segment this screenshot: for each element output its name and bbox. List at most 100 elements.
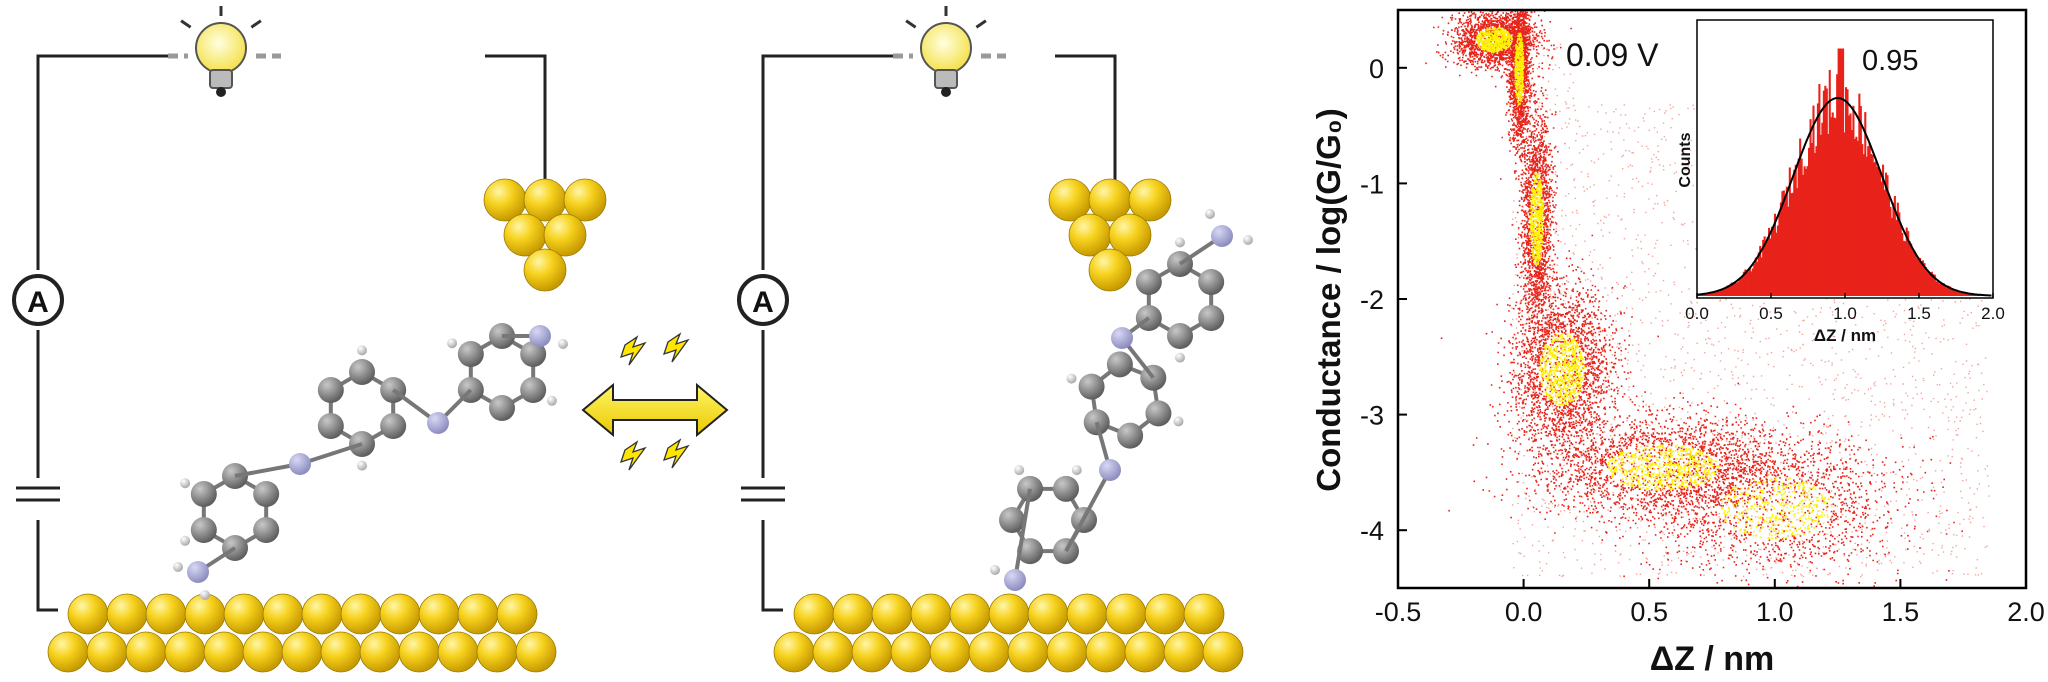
gold-atom	[949, 593, 991, 635]
inset-x-tick-label: 0.0	[1685, 304, 1709, 323]
histogram-bar	[1800, 158, 1803, 296]
density-low	[1425, 10, 1963, 590]
ammeter-label: A	[27, 286, 49, 319]
carbon-atom	[317, 377, 344, 403]
histogram-bar	[1736, 282, 1740, 296]
histogram-bar	[1849, 113, 1852, 297]
carbon-atom	[253, 481, 280, 507]
histogram-bar	[1745, 270, 1748, 296]
circuit-wire	[761, 54, 1117, 612]
gaussian-fit-curve	[1696, 96, 1992, 297]
bond	[1064, 469, 1112, 553]
hydrogen-atom	[546, 395, 557, 406]
gold-atom	[1085, 631, 1127, 673]
histogram-bar	[1882, 164, 1885, 296]
histogram-bar	[1744, 269, 1747, 296]
histogram-bar	[1701, 294, 1704, 296]
histogram-bar	[1947, 285, 1950, 296]
histogram-bar	[1951, 289, 1954, 296]
histogram-bar	[1747, 271, 1750, 296]
histogram-bar	[1707, 293, 1710, 296]
histogram-bar	[1822, 90, 1825, 297]
histogram-bar	[1958, 291, 1962, 296]
inset-x-axis-label: ΔZ / nm	[1814, 326, 1876, 345]
nitrogen-atom	[529, 325, 551, 347]
histogram-bar	[1775, 232, 1778, 296]
histogram-bar	[1726, 285, 1729, 296]
gold-atom	[1027, 593, 1069, 635]
histogram-bar	[1845, 87, 1848, 296]
histogram-bar	[1791, 192, 1794, 296]
histogram-bar	[1821, 122, 1824, 296]
gold-atom	[398, 631, 440, 673]
carbon-atom	[520, 377, 547, 403]
histogram-bar	[1855, 136, 1858, 296]
histogram-bar	[1713, 291, 1716, 296]
gold-atom	[563, 178, 607, 222]
gold-atom	[320, 631, 362, 673]
histogram-bar	[1893, 195, 1896, 296]
histogram-bar	[1917, 259, 1920, 296]
histogram-bar	[1722, 289, 1725, 296]
hydrogen-atom	[990, 565, 1000, 575]
histogram-bar	[1784, 195, 1787, 296]
histogram-bar	[1880, 181, 1883, 296]
carbon-atom	[253, 517, 280, 543]
histogram-bar	[1950, 287, 1953, 296]
gold-atom	[1183, 593, 1225, 635]
histogram-bar	[1809, 119, 1812, 296]
histogram-bar	[1913, 250, 1916, 296]
carbon-atom	[190, 517, 217, 543]
gold-atom	[1202, 631, 1244, 673]
gold-atom	[223, 593, 265, 635]
histogram-bar	[1936, 280, 1939, 296]
histogram-bar	[1840, 48, 1843, 296]
histogram-bar	[1929, 272, 1932, 296]
histogram-bar	[1862, 154, 1865, 296]
histogram-bar	[1948, 286, 1951, 296]
histogram-bar	[1896, 202, 1899, 296]
histogram-bar	[1806, 166, 1809, 296]
histogram-bar	[1768, 227, 1771, 296]
histogram-bar	[1865, 156, 1868, 296]
histogram-bar	[1889, 206, 1892, 296]
histogram-bar	[1808, 147, 1811, 296]
x-tick-label: 1.0	[1756, 597, 1794, 627]
gold-atom	[301, 593, 343, 635]
histogram-bar	[1873, 162, 1876, 296]
histogram-bar	[1926, 270, 1929, 296]
histogram-bar	[1870, 154, 1873, 296]
histogram-bar	[1711, 292, 1714, 296]
nitrogen-atom	[427, 412, 449, 434]
histogram-bar	[1969, 293, 1972, 296]
histogram-bar	[1859, 106, 1862, 296]
histogram-bar	[1966, 292, 1969, 296]
histogram-bar	[1963, 293, 1966, 296]
histogram-bar	[1924, 267, 1927, 296]
histogram-bar	[1945, 287, 1948, 296]
histogram-bar	[1867, 146, 1870, 296]
histogram-bar	[1793, 169, 1796, 296]
histogram-bar	[1818, 83, 1821, 296]
histogram-bar	[1886, 175, 1889, 296]
histogram-bar	[1827, 133, 1830, 296]
y-tick-label: -2	[1360, 285, 1384, 315]
histogram-bar	[1704, 293, 1707, 296]
histogram-bar	[1779, 202, 1782, 296]
hydrogen-atom	[173, 562, 183, 572]
histogram-bar	[1735, 282, 1738, 296]
inset-x-tick-label: 1.5	[1907, 304, 1931, 323]
histogram-bar	[1879, 170, 1882, 296]
histogram-bar	[1732, 283, 1735, 296]
gold-atom	[988, 593, 1030, 635]
carbon-atom	[1198, 305, 1225, 331]
gold-atom	[1046, 631, 1088, 673]
junction-schematic-extended: A	[12, 6, 607, 673]
hydrogen-atom	[1071, 465, 1082, 476]
inset-x-tick-label: 2.0	[1981, 304, 2005, 323]
gold-atom	[1128, 178, 1172, 222]
hydrogen-atom	[357, 345, 367, 356]
carbon-atom	[1198, 269, 1225, 295]
histogram-bar	[1756, 261, 1759, 296]
